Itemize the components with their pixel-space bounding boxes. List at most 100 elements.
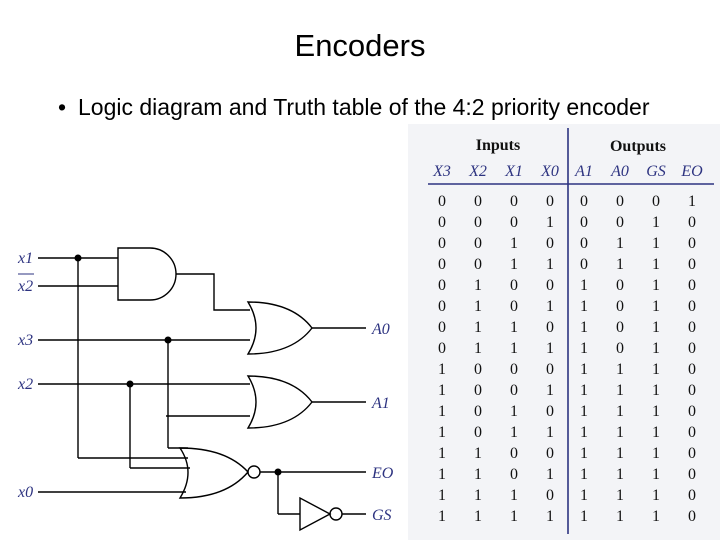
table-cell: 0 — [510, 214, 518, 231]
table-cell: 0 — [438, 340, 446, 357]
table-cell: 1 — [546, 382, 554, 399]
table-cell: 1 — [546, 298, 554, 315]
table-cell: 0 — [688, 382, 696, 399]
table-cell: 0 — [546, 277, 554, 294]
table-cell: 0 — [688, 256, 696, 273]
table-cell: 1 — [616, 235, 624, 252]
table-cell: 0 — [438, 298, 446, 315]
output-label-a1: A1 — [371, 395, 390, 412]
column-header: GS — [646, 163, 666, 180]
table-cell: 1 — [652, 319, 660, 336]
table-cell: 0 — [474, 382, 482, 399]
table-cell: 1 — [580, 340, 588, 357]
table-cell: 0 — [474, 193, 482, 210]
table-cell: 1 — [546, 466, 554, 483]
table-cell: 0 — [688, 277, 696, 294]
table-cell: 0 — [474, 424, 482, 441]
input-label-x3: x3 — [17, 332, 33, 349]
table-cell: 1 — [580, 424, 588, 441]
table-cell: 0 — [510, 193, 518, 210]
table-cell: 1 — [474, 445, 482, 462]
column-header: X2 — [468, 163, 487, 180]
table-cell: 0 — [688, 214, 696, 231]
table-cell: 1 — [652, 445, 660, 462]
table-cell: 1 — [616, 445, 624, 462]
table-cell: 1 — [474, 277, 482, 294]
table-cell: 0 — [438, 235, 446, 252]
table-cell: 1 — [652, 277, 660, 294]
table-cell: 1 — [580, 319, 588, 336]
table-cell: 0 — [616, 340, 624, 357]
table-cell: 0 — [688, 319, 696, 336]
column-header: X0 — [540, 163, 559, 180]
table-cell: 0 — [688, 424, 696, 441]
table-cell: 0 — [546, 193, 554, 210]
column-header: A0 — [610, 163, 629, 180]
table-cell: 1 — [616, 508, 624, 525]
table-cell: 0 — [438, 256, 446, 273]
logic-diagram: x1 x2 x3 x2 x0 A0 A1 EO GS — [17, 247, 394, 532]
table-cell: 0 — [546, 319, 554, 336]
table-cell: 1 — [580, 277, 588, 294]
table-cell: 1 — [616, 361, 624, 378]
table-cell: 1 — [580, 382, 588, 399]
column-header: A1 — [574, 163, 593, 180]
table-cell: 0 — [546, 361, 554, 378]
table-cell: 0 — [688, 235, 696, 252]
table-cell: 1 — [474, 466, 482, 483]
table-cell: 0 — [688, 466, 696, 483]
table-cell: 0 — [474, 403, 482, 420]
table-cell: 0 — [616, 319, 624, 336]
table-cell: 0 — [580, 256, 588, 273]
table-cell: 1 — [580, 298, 588, 315]
table-cell: 1 — [580, 487, 588, 504]
table-cell: 0 — [438, 319, 446, 336]
table-cell: 1 — [652, 382, 660, 399]
table-cell: 0 — [510, 277, 518, 294]
table-cell: 0 — [438, 214, 446, 231]
table-cell: 0 — [474, 361, 482, 378]
table-cell: 1 — [438, 403, 446, 420]
output-label-eo: EO — [371, 465, 394, 482]
table-cell: 1 — [652, 340, 660, 357]
table-cell: 0 — [688, 403, 696, 420]
table-cell: 1 — [616, 382, 624, 399]
table-cell: 0 — [580, 193, 588, 210]
table-cell: 1 — [616, 256, 624, 273]
table-cell: 1 — [438, 382, 446, 399]
table-cell: 1 — [546, 214, 554, 231]
table-cell: 1 — [546, 340, 554, 357]
column-header: EO — [680, 163, 703, 180]
table-cell: 0 — [510, 466, 518, 483]
table-cell: 1 — [580, 466, 588, 483]
table-cell: 1 — [474, 298, 482, 315]
input-label-x2: x2 — [17, 376, 33, 393]
table-cell: 0 — [546, 487, 554, 504]
table-cell: 1 — [510, 487, 518, 504]
column-header: X3 — [432, 163, 451, 180]
table-cell: 1 — [652, 256, 660, 273]
input-label-x2-bar: x2 — [17, 278, 33, 295]
table-cell: 0 — [688, 340, 696, 357]
table-cell: 0 — [474, 235, 482, 252]
table-cell: 0 — [616, 298, 624, 315]
table-cell: 0 — [616, 214, 624, 231]
table-cell: 1 — [438, 487, 446, 504]
table-cell: 1 — [474, 487, 482, 504]
outputs-header: Outputs — [610, 138, 666, 155]
table-cell: 0 — [510, 382, 518, 399]
table-cell: 1 — [510, 508, 518, 525]
table-cell: 1 — [580, 508, 588, 525]
bullet-symbol: • — [58, 94, 67, 120]
table-cell: 1 — [652, 487, 660, 504]
table-cell: 0 — [510, 445, 518, 462]
table-cell: 1 — [652, 508, 660, 525]
table-cell: 0 — [546, 235, 554, 252]
table-cell: 0 — [688, 487, 696, 504]
table-cell: 1 — [580, 445, 588, 462]
output-label-a0: A0 — [371, 321, 390, 338]
table-cell: 0 — [474, 256, 482, 273]
table-cell: 0 — [688, 361, 696, 378]
